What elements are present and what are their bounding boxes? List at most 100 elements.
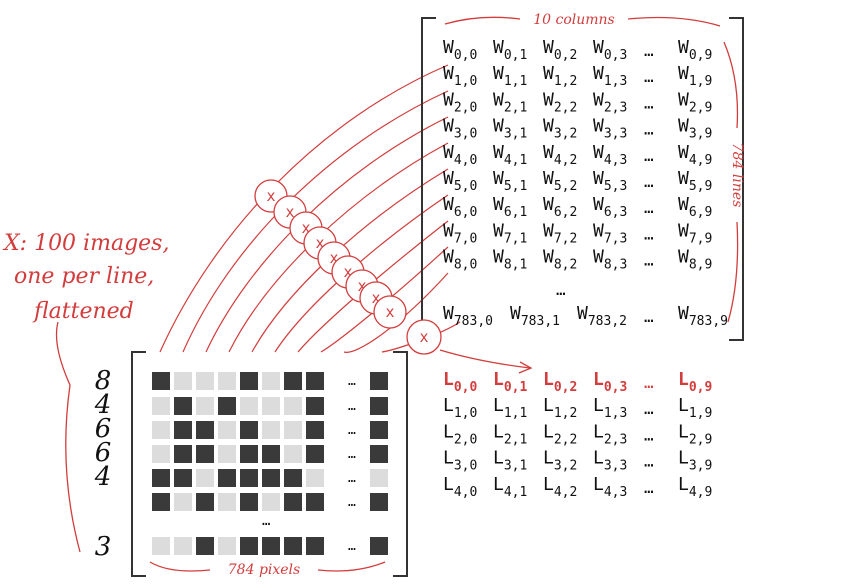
pixel-cell (218, 445, 236, 463)
pixel-cell (152, 537, 170, 555)
output-entry-highlighted: L0,3 (593, 369, 627, 395)
weight-entry: W4,0 (443, 142, 477, 168)
output-entry: L2,1 (493, 421, 527, 447)
multiply-symbol: x (343, 263, 352, 281)
pixel-matrix: …………………… (152, 372, 388, 555)
weight-entry: W1,2 (543, 63, 577, 89)
row-ellipsis: … (644, 251, 654, 270)
pixel-cell (218, 397, 236, 415)
row-to-weight-curves (159, 64, 461, 353)
output-entry: L4,2 (543, 474, 577, 500)
weight-entry: W1,3 (593, 63, 627, 89)
pixel-cell (196, 493, 214, 511)
row-ellipsis: … (644, 93, 654, 112)
pixel-cell (262, 397, 280, 415)
weight-matrix-right-bracket (729, 17, 744, 341)
pixel-cell (370, 372, 388, 390)
row-weight-curve (343, 272, 449, 353)
pixel-cell (240, 469, 258, 487)
pixel-cell (262, 469, 280, 487)
pixel-cell (240, 421, 258, 439)
pixel-ellipsis: … (348, 447, 356, 462)
pixel-cell (284, 493, 302, 511)
pixel-matrix-left-bracket (131, 351, 146, 577)
pixel-column-ellipsis: … (262, 513, 270, 529)
output-entry: L2,3 (593, 421, 627, 447)
pixel-cell (152, 372, 170, 390)
pixel-cell (240, 397, 258, 415)
pixel-cell (152, 493, 170, 511)
output-entry: L4,3 (593, 474, 627, 500)
row-ellipsis: … (644, 373, 654, 392)
pixel-cell (306, 469, 324, 487)
weight-entry: W3,0 (443, 116, 477, 142)
row-ellipsis: … (644, 120, 654, 139)
output-entry: L1,1 (493, 395, 527, 421)
weight-entry: W0,3 (593, 37, 627, 63)
weight-entry: W2,0 (443, 89, 477, 115)
output-entry: L3,1 (493, 448, 527, 474)
pixel-cell (370, 537, 388, 555)
weight-entry: W5,1 (493, 168, 527, 194)
row-ellipsis: … (644, 452, 654, 471)
pixel-cell (306, 397, 324, 415)
multiply-symbol: x (357, 277, 366, 295)
multiply-symbol: x (371, 289, 380, 307)
pixel-cell (174, 445, 192, 463)
output-entry: L1,3 (593, 395, 627, 421)
multiply-symbol: x (301, 219, 310, 237)
weight-entry: W7,9 (678, 220, 712, 246)
pixel-cell (218, 421, 236, 439)
weight-entry: W783,9 (678, 303, 728, 329)
output-entry: L3,2 (543, 448, 577, 474)
pixel-cell (370, 469, 388, 487)
pixel-cell (306, 537, 324, 555)
output-entry-highlighted: L0,9 (678, 369, 712, 395)
pixel-cell (218, 493, 236, 511)
weight-entry: W6,3 (593, 194, 627, 220)
multiply-symbol: x (315, 234, 324, 252)
pixel-ellipsis: … (348, 374, 356, 389)
x-note-line-3: flattened (32, 299, 134, 324)
pixel-cell (174, 421, 192, 439)
weight-entry: W4,2 (543, 142, 577, 168)
pixel-cell (218, 372, 236, 390)
pixel-cell (174, 372, 192, 390)
pixel-cell (152, 469, 170, 487)
pixel-cell (284, 397, 302, 415)
pixel-cell (370, 421, 388, 439)
row-ellipsis: … (644, 399, 654, 418)
columns-label: 10 columns (533, 12, 615, 28)
weight-entry: W8,0 (443, 247, 477, 273)
pixel-ellipsis: … (348, 495, 356, 510)
pixel-cell (240, 372, 258, 390)
row-weight-curve (320, 246, 449, 353)
weight-row-ellipsis: … (556, 280, 566, 299)
pixel-ellipsis: … (348, 399, 356, 414)
weight-entry: W3,9 (678, 116, 712, 142)
lines-label: 784 lines (729, 143, 745, 208)
weight-entry: W6,0 (443, 194, 477, 220)
lines-brace (723, 41, 739, 323)
row-ellipsis: … (644, 146, 654, 165)
output-entry: L2,2 (543, 421, 577, 447)
weight-entry: W1,0 (443, 63, 477, 89)
pixel-cell (196, 537, 214, 555)
pixel-cell (284, 372, 302, 390)
pixel-cell (306, 445, 324, 463)
weight-entry: W0,2 (543, 37, 577, 63)
multiply-circle (406, 319, 442, 355)
weight-entry: W7,1 (493, 220, 527, 246)
output-entry: L3,0 (443, 448, 477, 474)
row-ellipsis: … (644, 307, 654, 326)
weight-entry: W4,9 (678, 142, 712, 168)
output-entry: L4,0 (443, 474, 477, 500)
handwritten-digit: 6 (95, 438, 112, 468)
pixel-ellipsis: … (348, 539, 356, 554)
output-entry-highlighted: L0,0 (443, 369, 477, 395)
output-entry-highlighted: L0,2 (543, 369, 577, 395)
pixel-cell (174, 493, 192, 511)
weight-entry: W2,9 (678, 89, 712, 115)
